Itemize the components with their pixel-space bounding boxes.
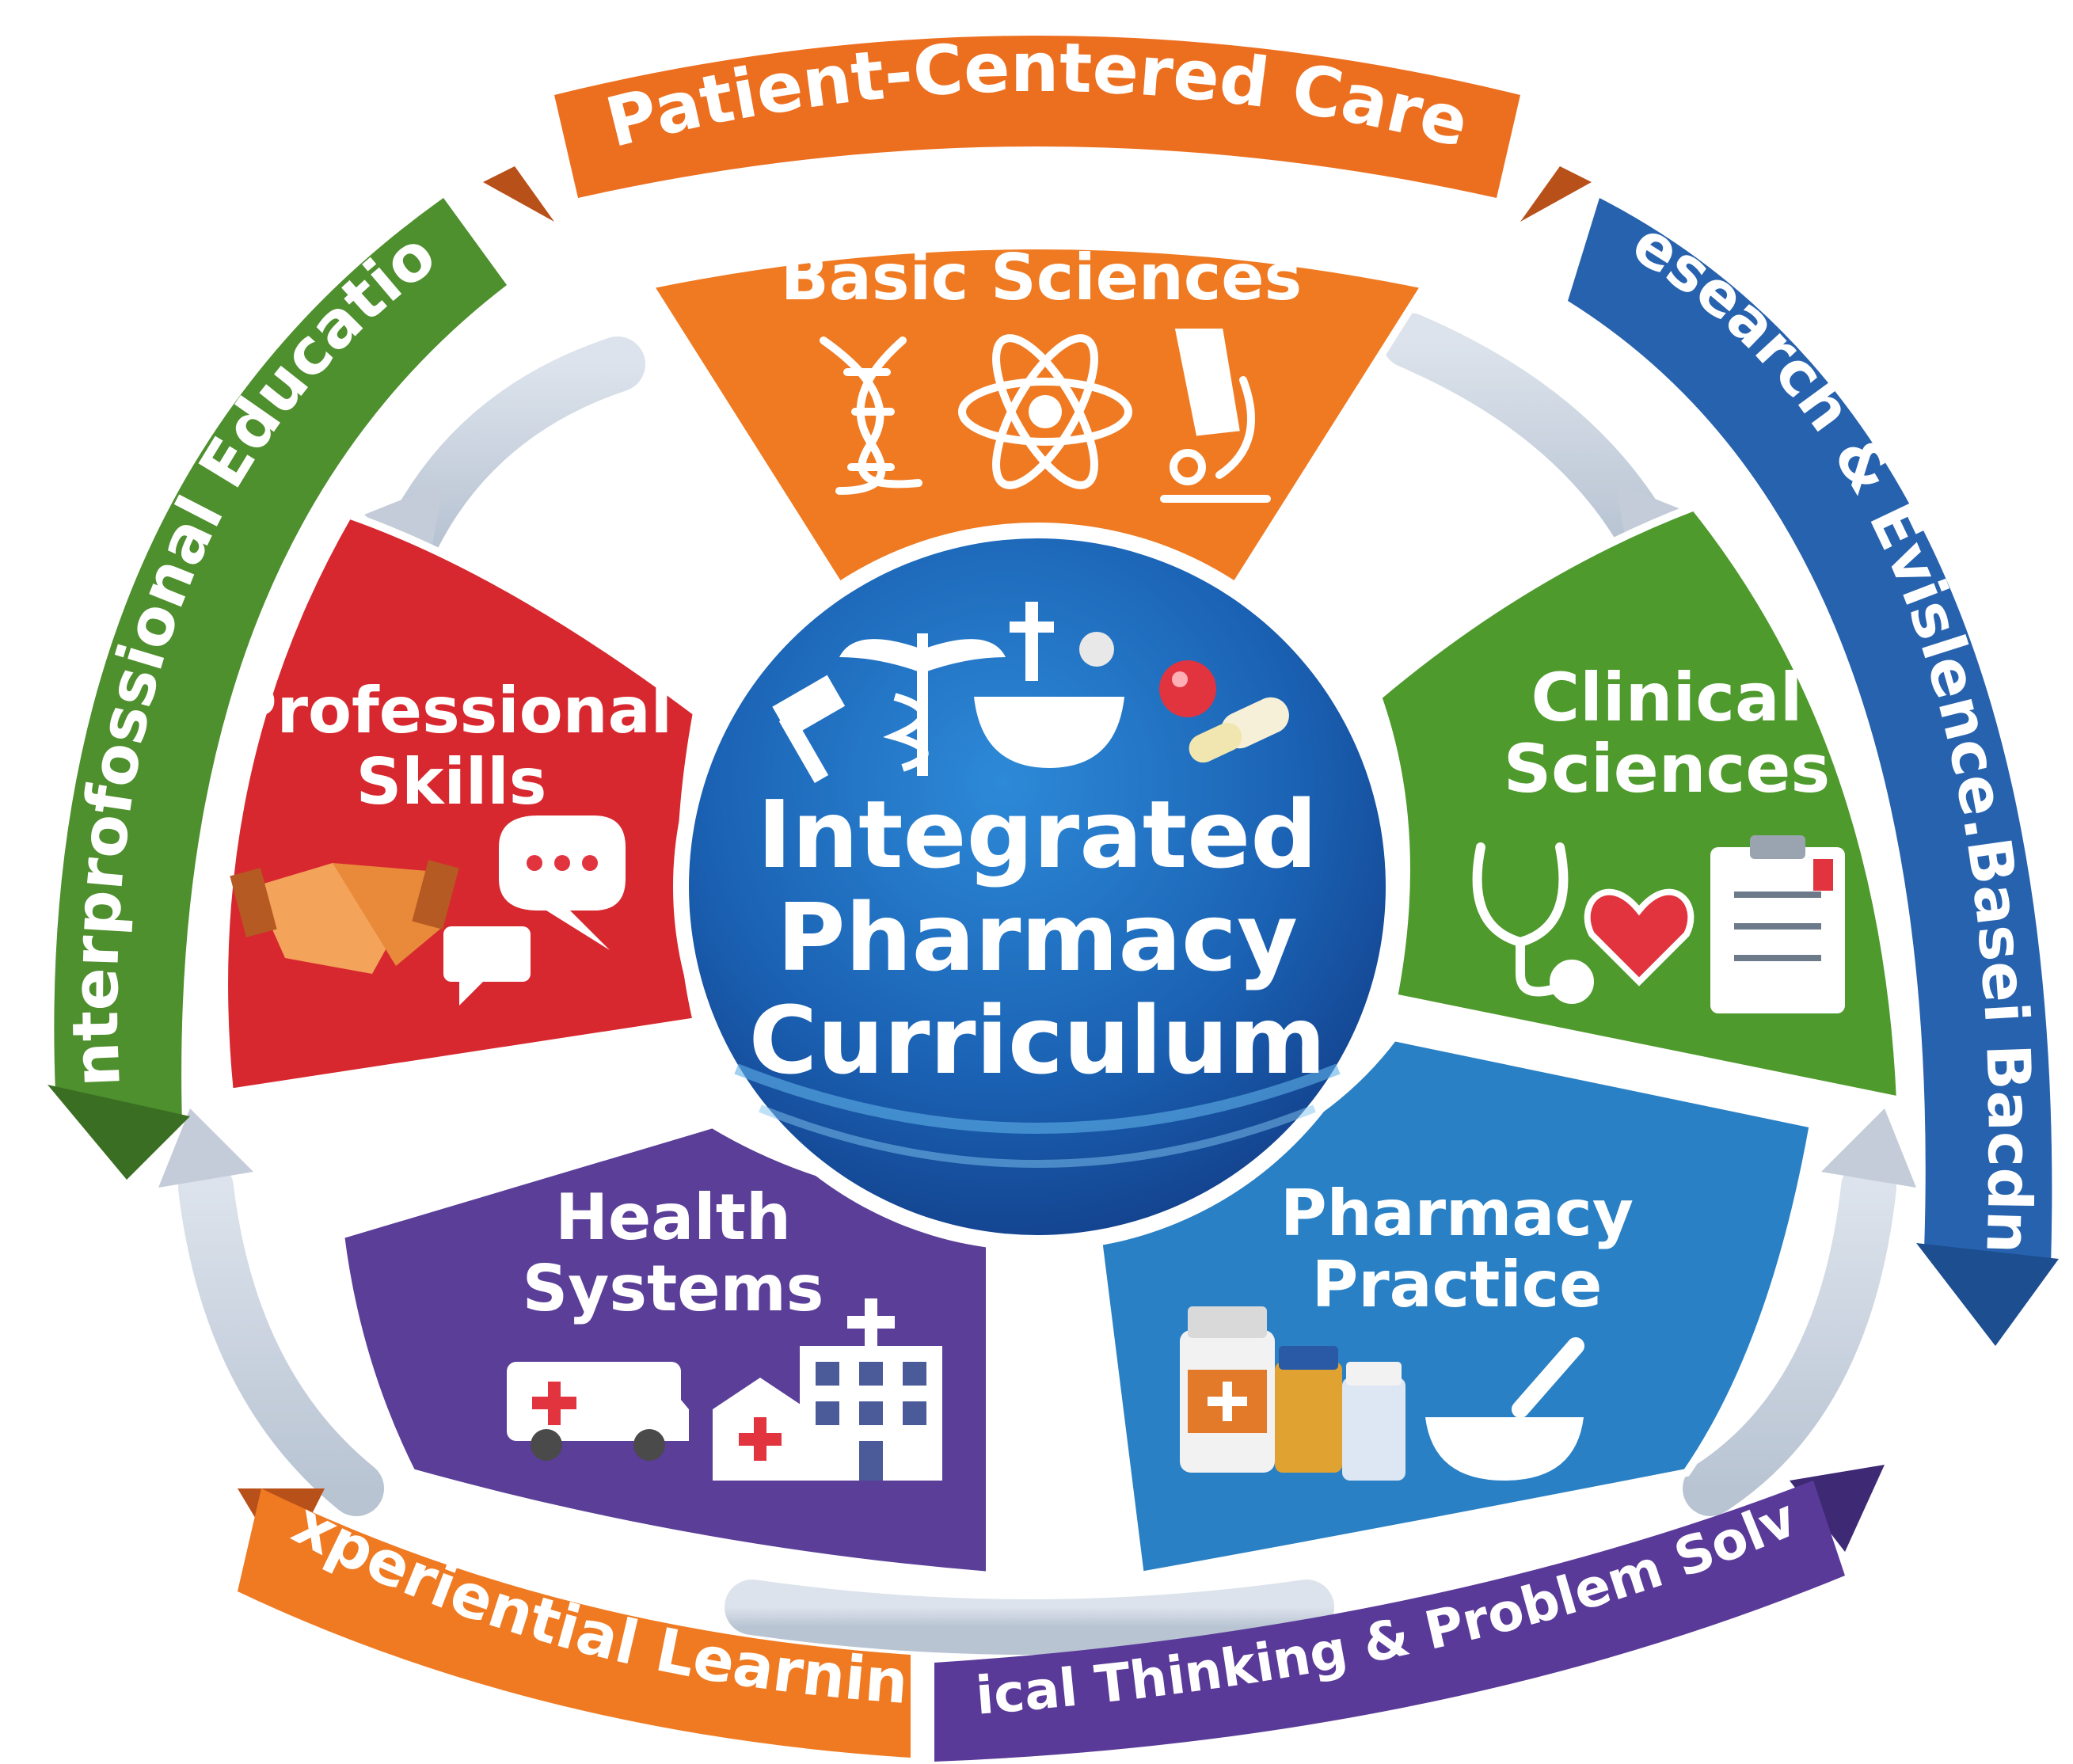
ribbon-right-band	[1568, 198, 2052, 1267]
pills-icon	[1159, 660, 1289, 763]
segment-basic-sciences-label: Basic Sciences	[781, 241, 1302, 314]
ribbon-left-tail	[48, 1085, 190, 1180]
ribbon-bottom-left-band	[238, 1488, 911, 1758]
segment-basic-sciences: Basic Sciences	[642, 241, 1432, 591]
segment-clinical-sciences-line1: Clinical	[1531, 659, 1802, 736]
flow-arrow	[1382, 313, 1675, 566]
hospital-icon	[713, 1298, 942, 1481]
segment-professional-skills-line1: Professional	[230, 674, 672, 747]
arrow-head-icon	[158, 1108, 253, 1188]
segment-professional-skills-line2: Skills	[356, 745, 547, 819]
clipboard-icon	[1710, 835, 1845, 1013]
ribbon-left-band	[54, 198, 507, 1124]
dna-icon	[820, 336, 922, 495]
stethoscope-icon	[1472, 842, 1594, 1004]
flow-arrow	[725, 1580, 1334, 1655]
arrow-head-icon	[1821, 1108, 1916, 1188]
segment-health-systems-line2: Systems	[523, 1252, 824, 1325]
ribbon-bottom-right-band	[934, 1481, 1845, 1762]
speech-bubble-icon	[443, 815, 626, 1006]
caduceus-icon	[839, 633, 1006, 776]
segment-pharmacy-practice-line1: Pharmacy	[1280, 1177, 1634, 1250]
center-title-line1: Integrated	[757, 780, 1318, 889]
flow-arrow	[384, 336, 645, 566]
hammer-icon	[772, 675, 846, 783]
ribbon-top-band	[554, 36, 1520, 198]
atom-icon	[958, 334, 1132, 489]
segment-clinical-sciences-line2: Sciences	[1504, 730, 1831, 808]
mortar-pestle-icon	[1425, 1337, 1584, 1481]
segment-pharmacy-practice: Pharmacy Practice	[1088, 1032, 1818, 1580]
microscope-icon	[1160, 329, 1271, 503]
medicine-bottle-icon	[1180, 1306, 1405, 1481]
flow-arrow	[1683, 1160, 1896, 1516]
ribbon-top: Patient-Centered Care	[483, 29, 1592, 222]
segment-professional-skills: Professional Skills	[220, 509, 702, 1097]
center-title-line2: Pharmacy	[777, 883, 1298, 992]
center-circle	[689, 538, 1386, 1235]
mortar-bowl-icon	[974, 602, 1124, 768]
heart-icon	[1584, 888, 1695, 987]
handshake-icon	[230, 860, 459, 974]
segment-pharmacy-practice-line2: Practice	[1312, 1248, 1603, 1321]
ambulance-icon	[507, 1362, 689, 1461]
center-title-line3: Curriculum	[749, 986, 1326, 1095]
ribbon-right-tail	[1916, 1243, 2059, 1346]
segment-clinical-sciences: Clinical Sciences	[1373, 502, 1905, 1106]
flow-arrow	[178, 1160, 384, 1516]
center-hub: Integrated Pharmacy Curriculum	[673, 523, 1402, 1251]
segment-health-systems-line1: Health	[555, 1180, 791, 1254]
